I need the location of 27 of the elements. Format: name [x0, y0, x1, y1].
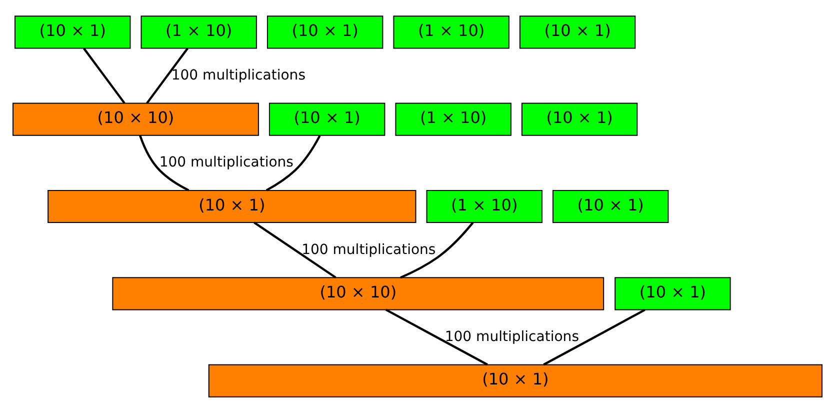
- edge-label: 100 multiplications: [170, 67, 305, 84]
- node-box: (10 × 1): [518, 16, 636, 49]
- node-box: (10 × 1): [14, 16, 130, 49]
- node-box: (10 × 1): [208, 364, 822, 398]
- connector: [146, 48, 188, 104]
- edge-label: 100 multiplications: [301, 242, 436, 258]
- connector: [542, 308, 645, 366]
- connector: [400, 222, 474, 279]
- node-box: (1 × 10): [392, 16, 509, 49]
- node-box: (1 × 10): [394, 102, 511, 136]
- node-box: (10 × 1): [268, 102, 385, 136]
- node-box: (10 × 1): [520, 102, 638, 136]
- connector: [82, 48, 125, 104]
- node-box: (10 × 1): [552, 190, 668, 224]
- connector: [265, 135, 320, 192]
- connector: [138, 135, 189, 192]
- connector: [253, 222, 336, 278]
- node-box: (10 × 1): [614, 277, 730, 310]
- node-box: (1 × 10): [426, 190, 542, 224]
- node-box: (10 × 1): [266, 16, 383, 49]
- node-box: (10 × 10): [12, 102, 258, 136]
- node-box: (10 × 10): [112, 277, 604, 310]
- edge-label: 100 multiplications: [444, 328, 578, 345]
- connector: [384, 308, 488, 366]
- node-box: (1 × 10): [140, 16, 256, 49]
- edge-label: 100 multiplications: [158, 154, 293, 171]
- node-box: (10 × 1): [47, 190, 416, 224]
